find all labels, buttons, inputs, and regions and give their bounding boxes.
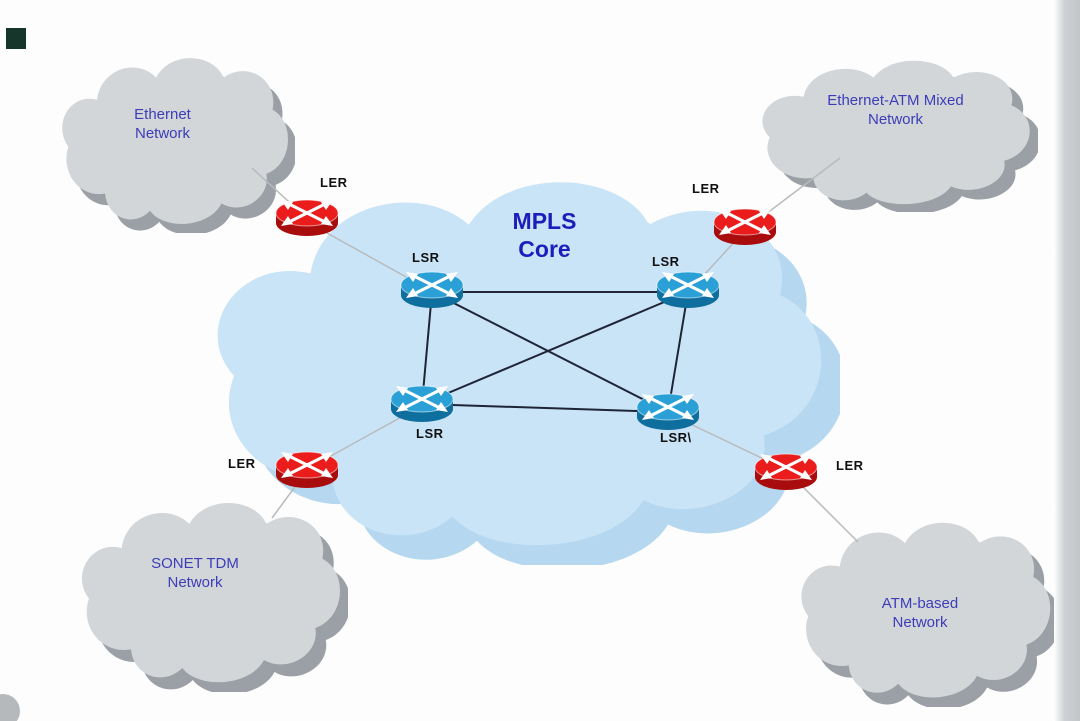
ethernet-atm-network-label: Ethernet-ATM Mixed Network (827, 92, 964, 128)
router-icon-lsr-top-right (655, 270, 721, 310)
link-ethernet-atm-cloud-ler (757, 157, 841, 221)
link-lsr-c-d (421, 403, 669, 413)
link-lsr-b-c (421, 291, 689, 405)
lsr-top-left-label: LSR (412, 250, 440, 265)
ethernet-cloud (62, 58, 295, 233)
router-icon-ler-bottom-left (274, 450, 340, 490)
link-atm-cloud-ler (797, 481, 859, 543)
lsr-top-right-label: LSR (652, 254, 680, 269)
sonet-cloud (81, 502, 348, 692)
router-icon-ler-bottom-right (753, 452, 819, 492)
link-ler-bl-lsr-c (319, 409, 415, 463)
router-icon-ler-top-left (274, 198, 340, 238)
lsr-bottom-left-label: LSR (416, 426, 444, 441)
router-icon-lsr-bottom-right (635, 392, 701, 432)
ler-top-left-label: LER (320, 175, 348, 190)
ethernet-network-label: Ethernet Network (134, 106, 191, 142)
router-icon-lsr-bottom-left (389, 384, 455, 424)
sonet-network-label: SONET TDM Network (151, 555, 239, 591)
ler-bottom-left-label: LER (228, 456, 256, 471)
ler-bottom-right-label: LER (836, 458, 864, 473)
link-lsr-a-c (421, 291, 433, 405)
top-left-square-artifact (6, 28, 26, 49)
link-lsr-a-d (431, 291, 669, 413)
router-icon-ler-top-right (712, 207, 778, 247)
router-icon-lsr-top-left (399, 270, 465, 310)
atm-network-label: ATM-based Network (881, 595, 959, 631)
link-lsr-b-d (667, 291, 689, 413)
link-ler-br-lsr-d (681, 419, 771, 463)
ler-top-right-label: LER (692, 181, 720, 196)
lsr-bottom-right-label: LSR\ (660, 430, 692, 445)
mpls-core-label: MPLS Core (512, 208, 577, 262)
bottom-left-arc-artifact (0, 694, 20, 721)
ethernet-atm-cloud (762, 60, 1038, 212)
right-edge-strip (1054, 0, 1080, 721)
